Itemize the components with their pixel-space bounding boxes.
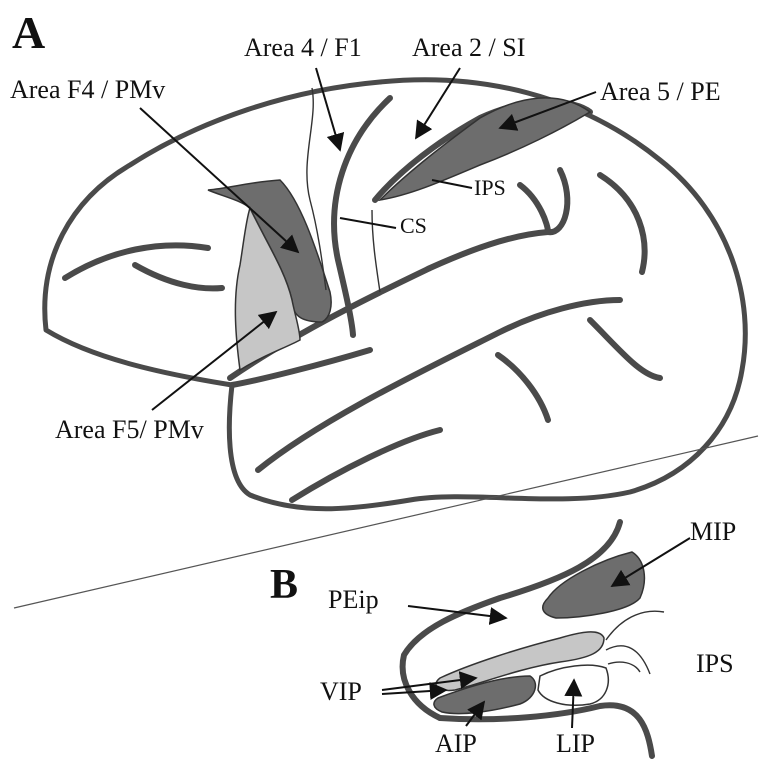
panel-a-brain: [45, 80, 746, 509]
ips-fan-1: [606, 611, 664, 640]
ips-fan-3: [608, 662, 640, 672]
label-lip: LIP: [556, 729, 595, 758]
panel-b-label: B: [270, 562, 298, 608]
label-area-4: Area 4 / F1: [244, 33, 362, 62]
arrow-area-4: [316, 68, 340, 150]
panel-a-label: A: [12, 7, 45, 58]
panel-b-ips: [403, 522, 664, 756]
parieto-occipital-sulcus: [520, 185, 548, 232]
label-ips-b: IPS: [696, 649, 734, 678]
occipital-sulcus-1: [590, 320, 660, 378]
label-area-2: Area 2 / SI: [412, 33, 525, 62]
arrow-cs: [340, 218, 396, 228]
principal-sulcus: [65, 245, 208, 278]
label-vip: VIP: [320, 677, 362, 706]
label-cs: CS: [400, 213, 427, 238]
label-aip: AIP: [435, 729, 477, 758]
lunate-sulcus: [548, 170, 567, 232]
mip-region: [543, 552, 645, 618]
label-area-f4: Area F4 / PMv: [10, 75, 165, 104]
label-peip: PEip: [328, 585, 379, 614]
label-area-f5: Area F5/ PMv: [55, 415, 204, 444]
occipital-sulcus-3: [600, 175, 645, 272]
si-border: [372, 210, 380, 292]
label-ips-a: IPS: [474, 175, 506, 200]
temporal-sulcus-lower: [292, 430, 440, 500]
occipital-sulcus-2: [498, 355, 548, 420]
label-area-5: Area 5 / PE: [600, 77, 721, 106]
label-mip: MIP: [690, 517, 736, 546]
arrow-ips-a: [432, 180, 472, 188]
panel-divider: [14, 436, 758, 608]
ips-fan-2: [606, 646, 650, 674]
arcuate-sulcus-inferior: [135, 265, 222, 288]
